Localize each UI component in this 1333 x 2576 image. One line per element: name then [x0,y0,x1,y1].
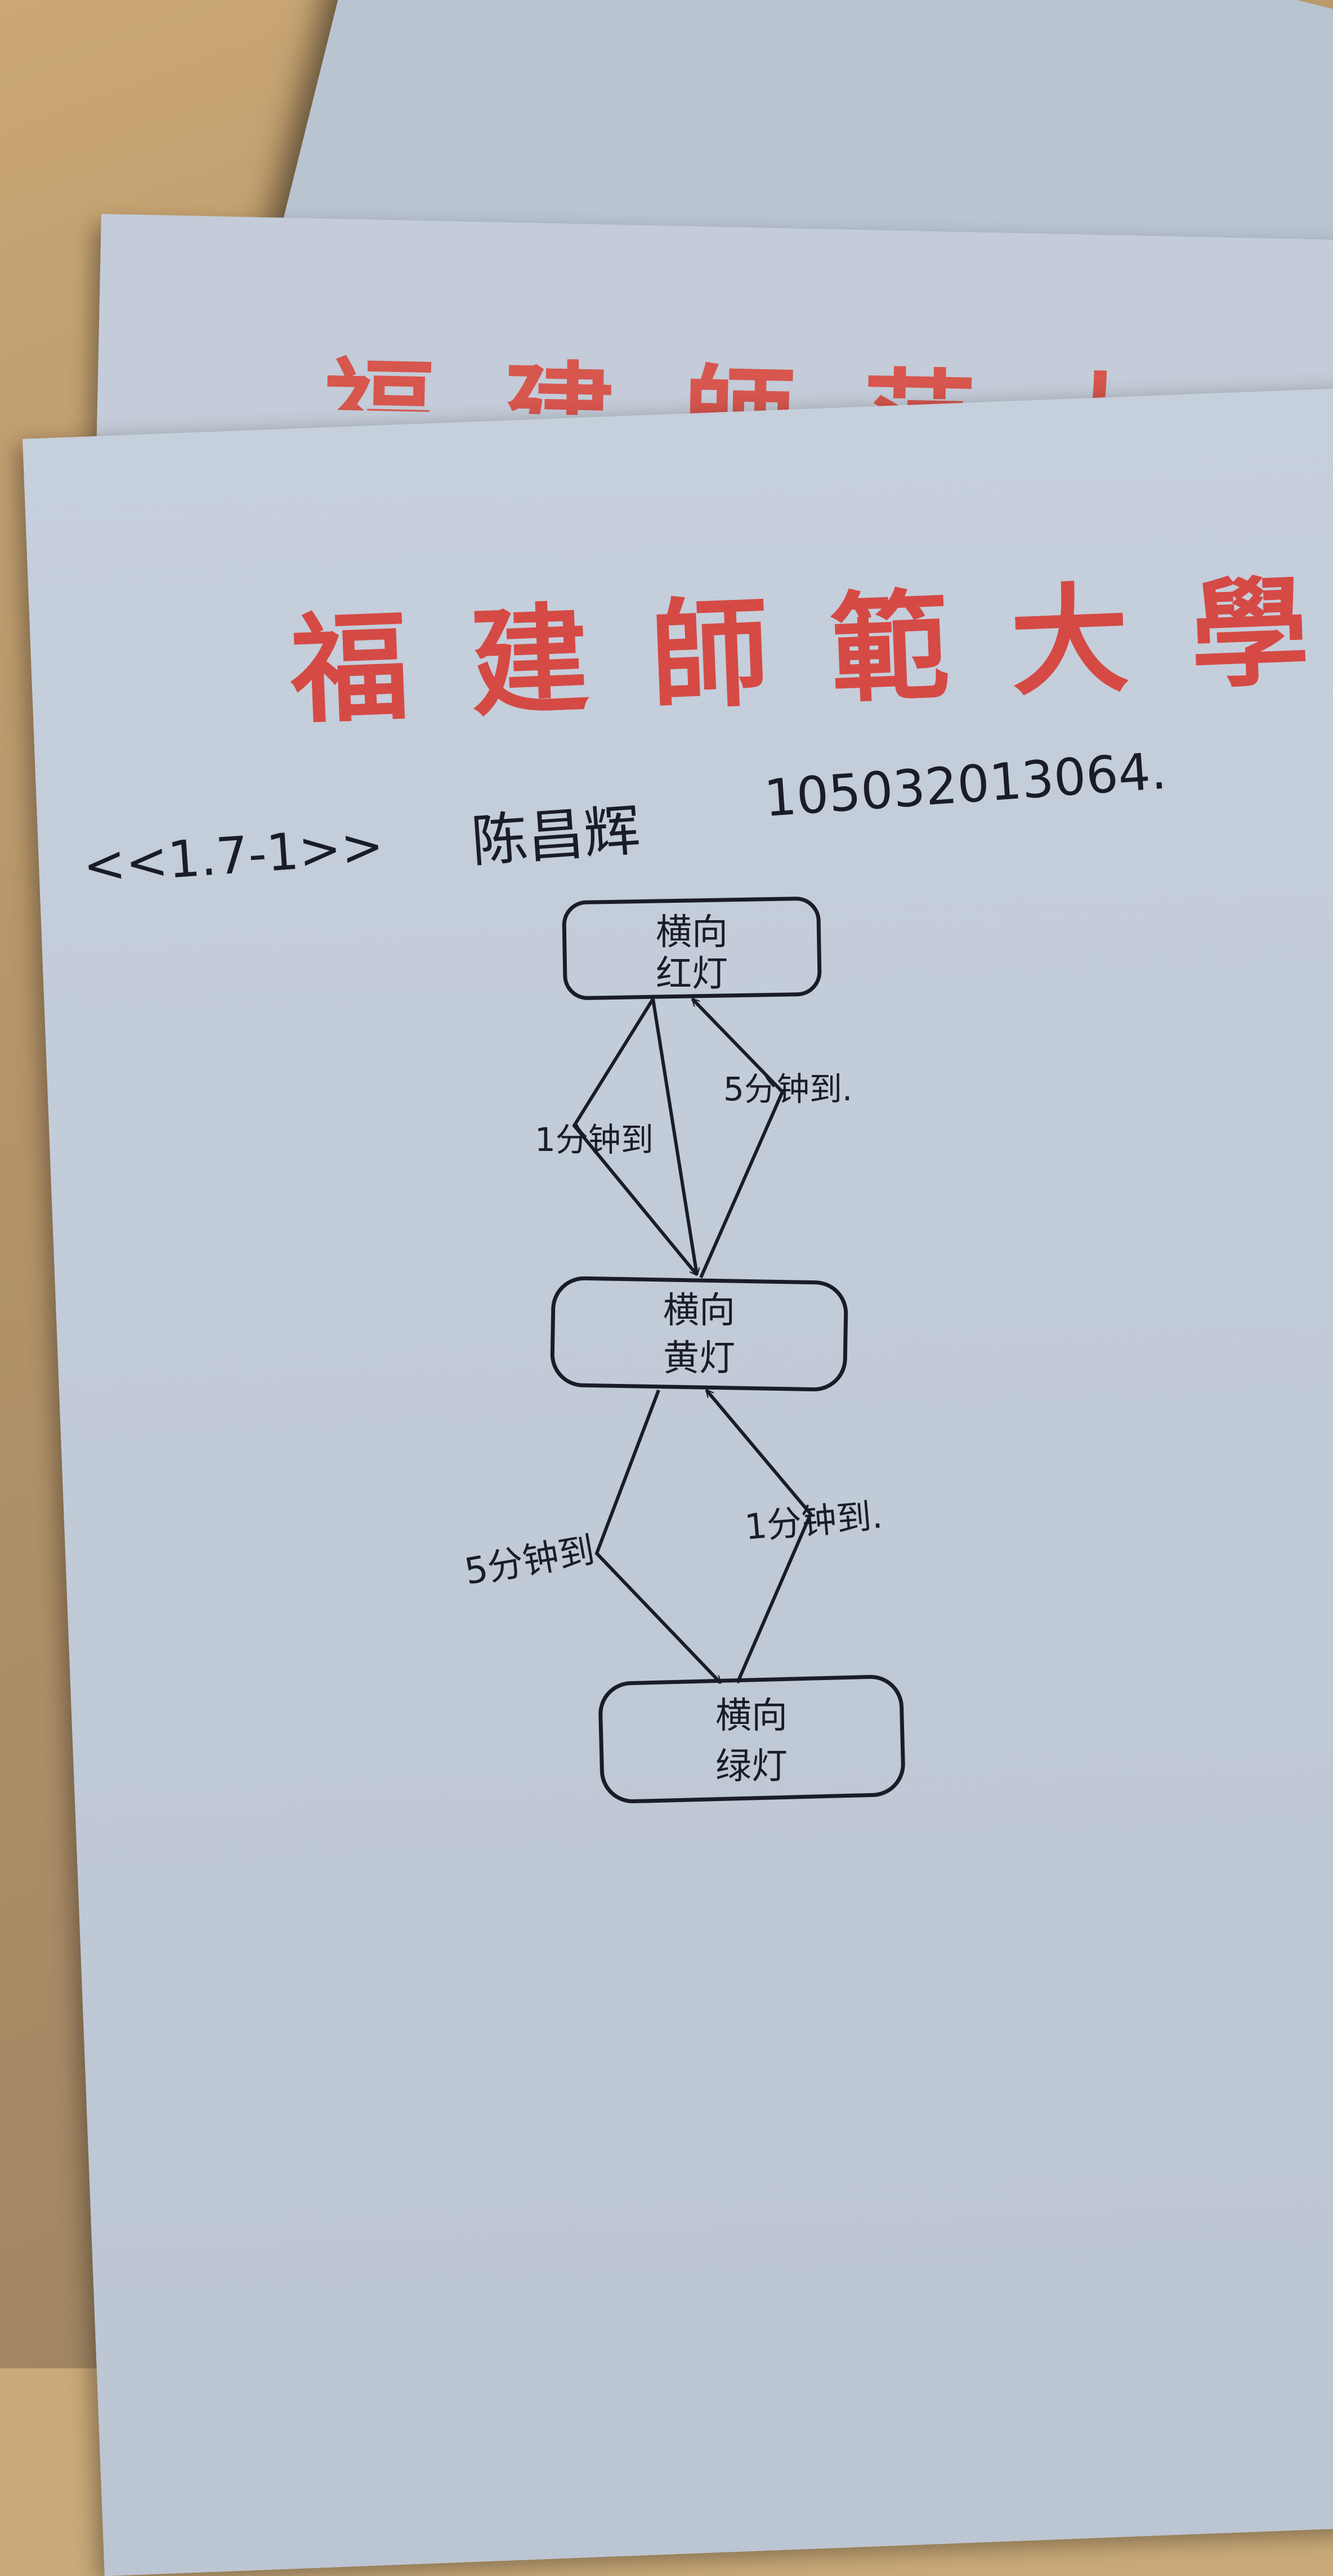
student-name: 陈昌辉 [469,797,642,875]
edge-label-green-to-yellow: 1分钟到. [743,1495,884,1548]
edge-label-red-to-yellow: 1分钟到 [535,1121,654,1159]
state-node-red-line2: 红灯 [656,953,728,995]
state-diagram: <<1.7-1>> 陈昌辉 105032013064. 横向 红灯 横向 黄灯 … [81,741,1169,1804]
state-node-green-line1: 横向 [715,1695,788,1737]
edge-yellow-to-red-path [692,999,785,1279]
problem-reference: <<1.7-1>> [81,816,386,896]
edge-red-to-yellow-path [572,998,697,1275]
edge-green-to-yellow-path [706,1390,813,1684]
state-node-red [562,897,822,1000]
edge-yellow-to-green-path [594,1389,721,1683]
state-node-red-line1: 横向 [656,912,728,953]
state-node-yellow-line2: 黄灯 [663,1338,735,1379]
state-node-yellow [550,1276,848,1392]
state-node-yellow-line1: 横向 [663,1290,735,1332]
state-node-green [598,1674,905,1804]
state-node-green-line2: 绿灯 [715,1746,788,1787]
student-id: 105032013064. [762,741,1168,828]
edge-label-yellow-to-red: 5分钟到. [723,1070,852,1108]
edge-label-yellow-to-green: 5分钟到 [462,1529,598,1593]
edge-red-to-yellow [651,998,697,1275]
